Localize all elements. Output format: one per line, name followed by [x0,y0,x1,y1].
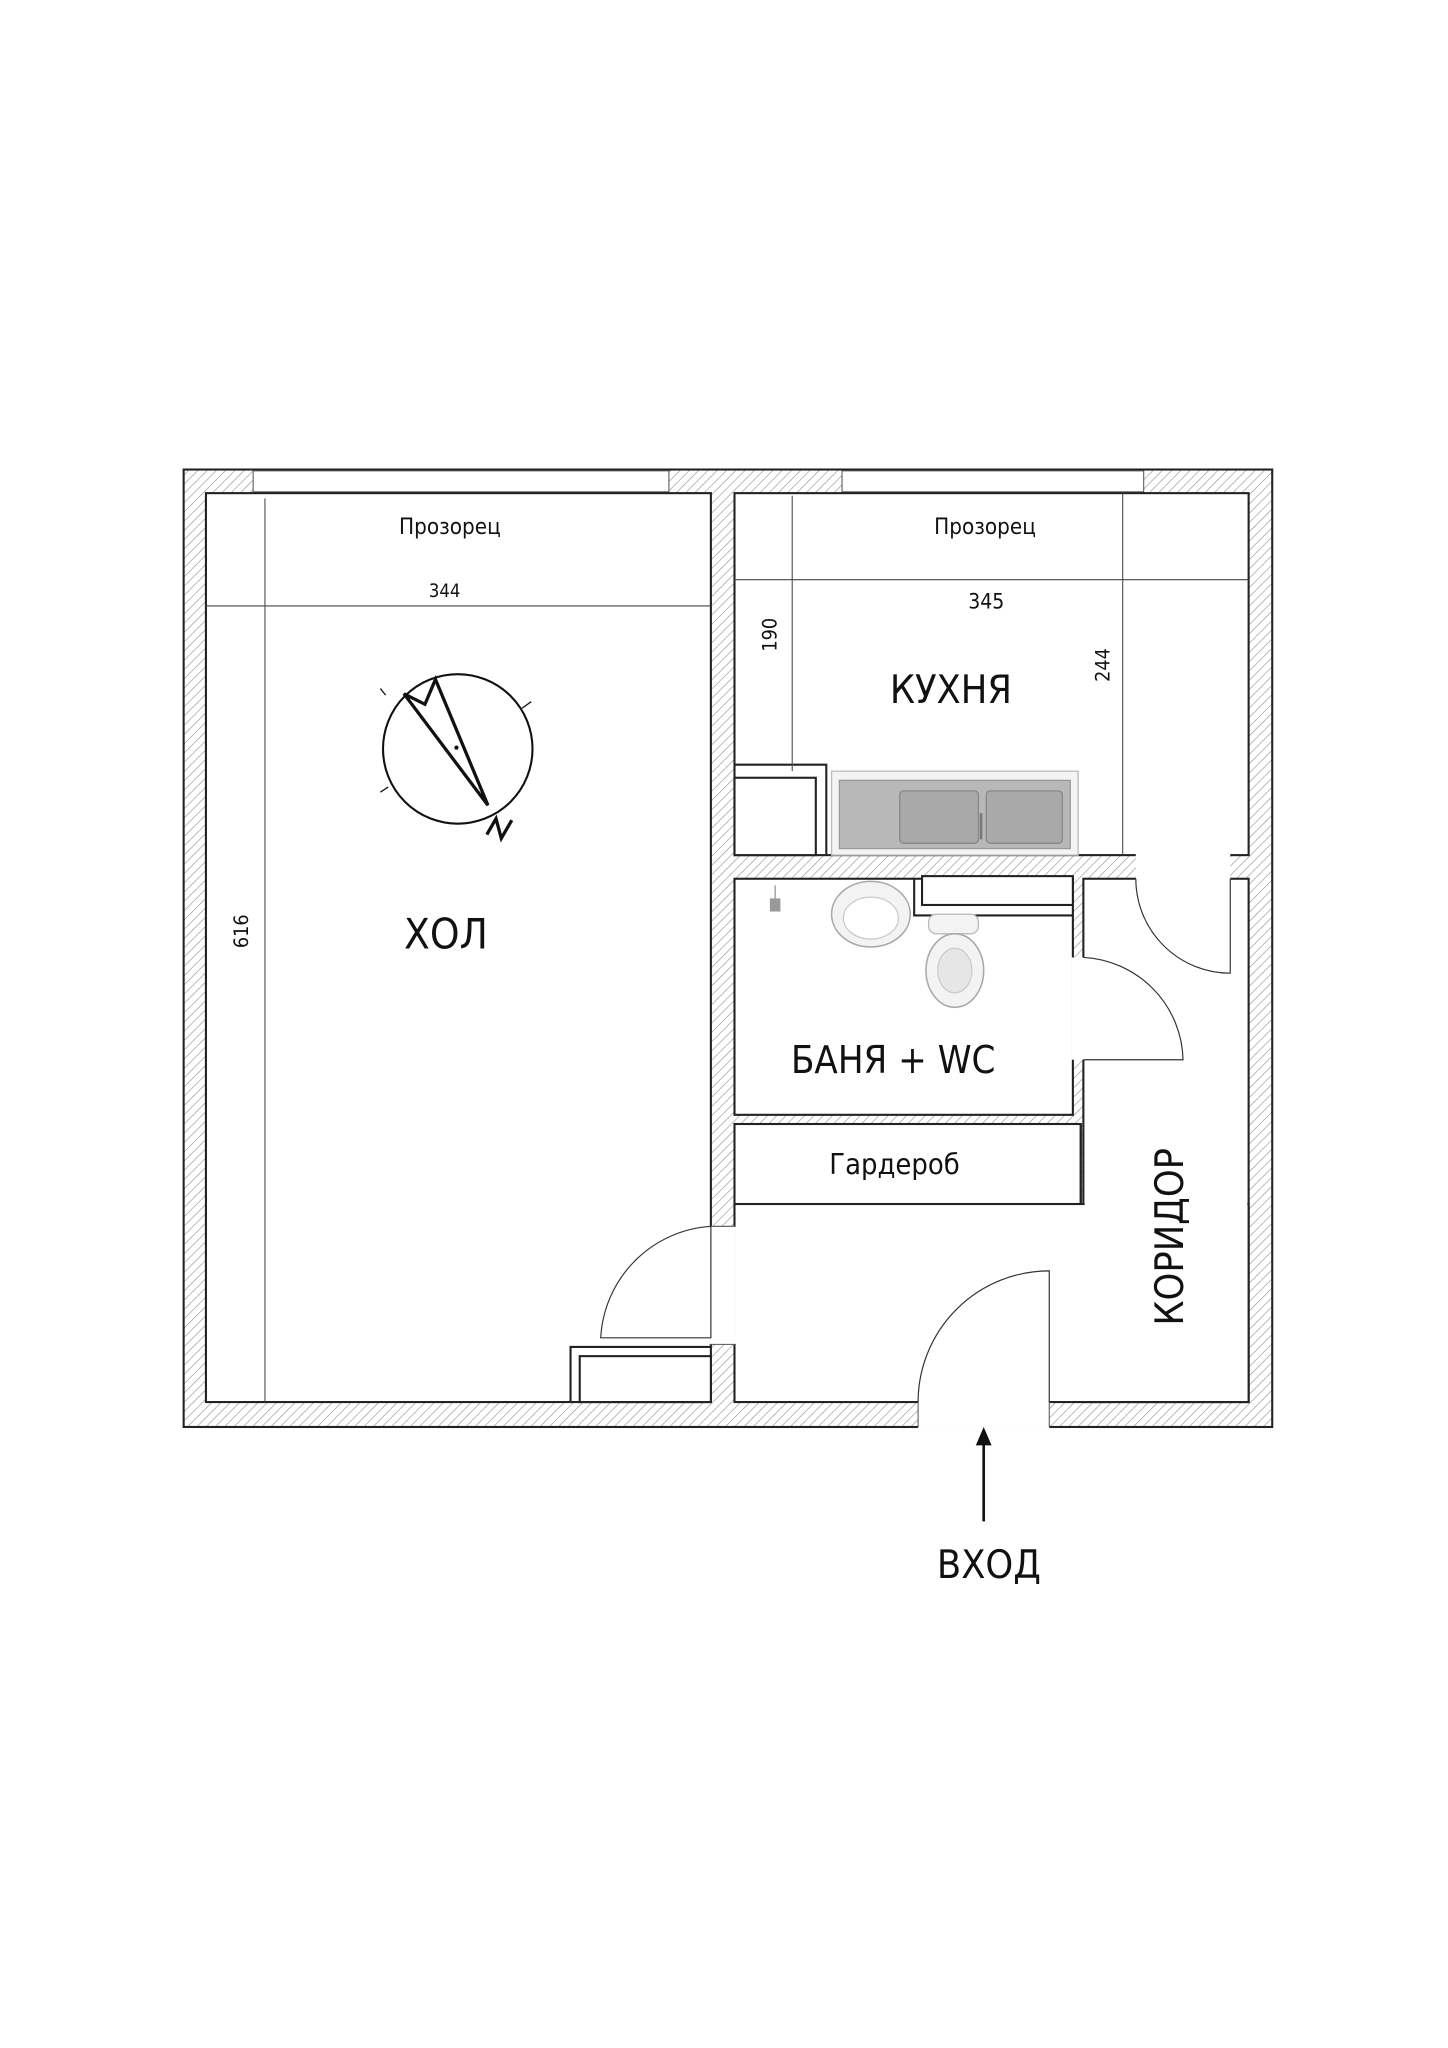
north-arrow-compass-icon [379,673,534,843]
entrance-door-swing [917,1270,1050,1403]
hall-length-dimension: 616 [230,914,253,948]
kitchen-depth-long-dimension: 244 [1092,648,1115,682]
hall-width-dimension: 344 [429,581,461,602]
hall-window-opening [252,470,670,493]
kitchen-cabinet [733,776,817,857]
bathroom-label: БАНЯ + WC [791,1038,995,1082]
dimension-lines [205,493,1249,1403]
kitchen-depth-short-dimension: 190 [758,618,781,652]
corridor-label: КОРИДОР [1147,1148,1193,1326]
hall-door-swing [600,1225,712,1339]
kitchen-label: КУХНЯ [890,667,1012,713]
kitchen-window-label: Прозорец [934,514,1036,540]
kitchen-window-opening [841,470,1145,493]
wardrobe-label: Гардероб [829,1147,959,1181]
hall-cabinet [578,1355,712,1404]
kitchen-door-swing [1135,878,1231,974]
entry-fill [735,1205,1248,1401]
bathroom-door-swing [1083,956,1184,1061]
hall-room [204,492,712,1404]
hall-label: ХОЛ [404,909,488,958]
sink-basin-icon [985,790,1064,844]
kitchen-width-dimension: 345 [968,590,1004,614]
hall-window-label: Прозорец [399,514,501,540]
water-heater-icon [769,898,781,912]
toilet-tank-icon [927,913,980,935]
entrance-label: ВХОД [937,1542,1041,1588]
bathroom-shelf [920,875,1074,907]
sink-basin-icon [899,790,980,844]
kitchen-room [733,492,1250,857]
entrance-arrow-icon [975,1426,992,1522]
